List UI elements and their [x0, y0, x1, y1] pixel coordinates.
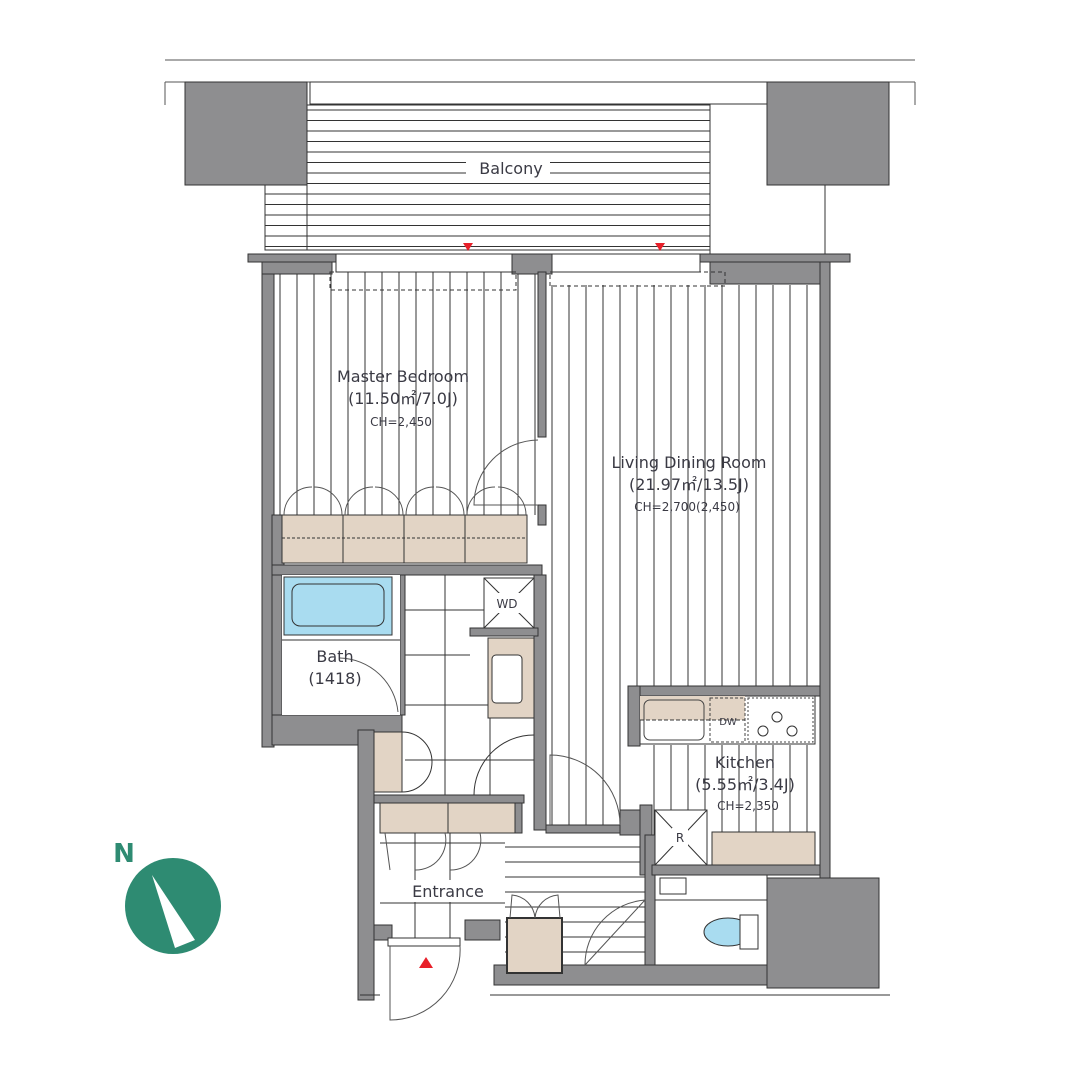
room-name: Living Dining Room [612, 453, 767, 472]
room-name: Master Bedroom [337, 367, 469, 386]
kitchen-label: Kitchen (5.55㎡/3.4J) CH=2,350 [695, 753, 795, 813]
room-area: (21.97㎡/13.5J) [629, 475, 749, 494]
windows [329, 253, 726, 291]
stove-burner-icon [757, 711, 798, 737]
balcony: Balcony [264, 81, 826, 255]
window-marker-icon [463, 243, 473, 251]
pillar [766, 81, 890, 186]
room-name: Kitchen [715, 753, 775, 772]
living-dining-label: Living Dining Room (21.97㎡/13.5J) CH=2,7… [612, 453, 767, 514]
master-bedroom-label: Master Bedroom (11.50㎡/7.0J) CH=2,450 [337, 367, 469, 429]
fridge-label: R [676, 831, 684, 845]
north-arrow-icon [152, 875, 195, 948]
room-area: (11.50㎡/7.0J) [348, 389, 458, 408]
pillar [766, 877, 880, 989]
entrance-label: Entrance [412, 882, 484, 901]
compass-circle [125, 858, 221, 954]
bath-size: (1418) [308, 669, 361, 688]
bedroom-closet [281, 439, 539, 564]
dw-label: DW [719, 717, 737, 728]
room-ceiling-height: CH=2,350 [717, 799, 779, 813]
toilet-room [584, 874, 768, 966]
pillar [184, 81, 308, 186]
compass: N [113, 839, 221, 954]
room-ceiling-height: CH=2,450 [370, 415, 432, 429]
entrance-marker-icon [419, 957, 433, 968]
kitchen-cabinet [711, 831, 816, 866]
bath-label: Bath [316, 647, 353, 666]
room-area: (5.55㎡/3.4J) [695, 775, 795, 794]
wd-label: WD [496, 597, 517, 611]
balcony-label: Balcony [479, 159, 542, 178]
kitchen-counter: DW [639, 695, 816, 745]
bathroom: Bath (1418) [282, 575, 400, 715]
fridge: R [654, 809, 708, 866]
north-label: N [113, 839, 135, 869]
door-swing [549, 754, 621, 826]
room-ceiling-height: CH=2,700(2,450) [634, 500, 740, 514]
window-marker-icon [655, 243, 665, 251]
master-bedroom-floor [272, 272, 540, 515]
entrance [360, 802, 890, 1021]
